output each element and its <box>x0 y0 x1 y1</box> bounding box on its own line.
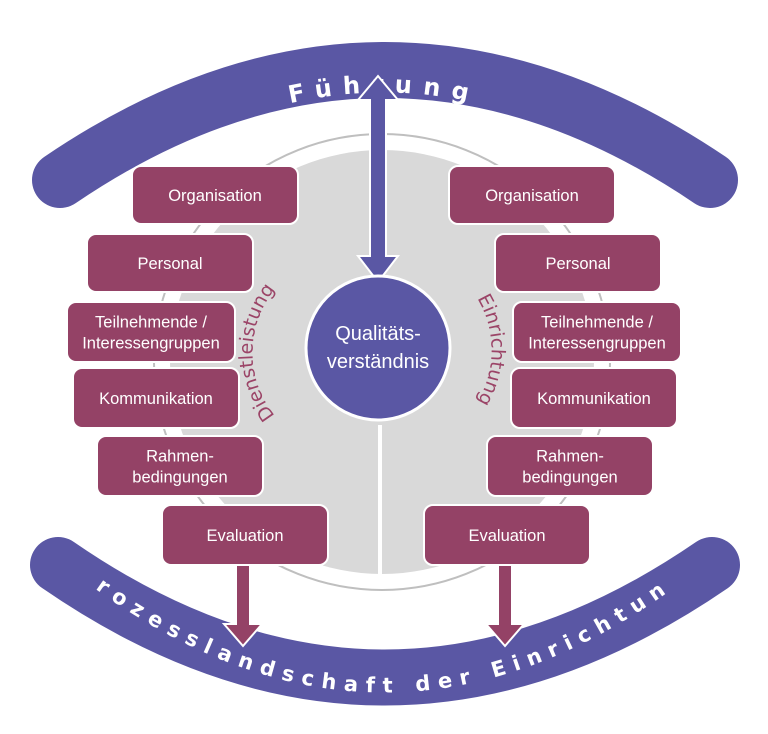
center-label-line-1: Qualitäts- <box>335 323 421 345</box>
left-box-3-label-line-1: Teilnehmende / <box>95 314 207 332</box>
right-box-2 <box>494 233 662 293</box>
right-box-2-label-line-1: Personal <box>545 255 610 273</box>
left-box-3 <box>66 301 236 363</box>
left-box-1 <box>131 165 299 225</box>
right-box-5-label-line-1: Rahmen- <box>536 448 604 466</box>
right-box-5-label-line-2: bedingungen <box>522 469 617 487</box>
left-box-6 <box>161 504 329 566</box>
left-box-6-label-line-1: Evaluation <box>206 527 283 545</box>
left-evaluation-arrow <box>221 561 265 648</box>
left-box-1-label-line-1: Organisation <box>168 187 262 205</box>
left-box-5-label-line-2: bedingungen <box>132 469 227 487</box>
left-box-3-label-line-2: Interessengruppen <box>82 335 220 353</box>
right-box-3-label-line-1: Teilnehmende / <box>541 314 653 332</box>
center-label-line-2: verständnis <box>327 351 429 373</box>
right-box-4-label-line-1: Kommunikation <box>537 390 651 408</box>
right-box-6-label-line-1: Evaluation <box>468 527 545 545</box>
bottom-arc-band <box>30 537 740 706</box>
center-circle <box>304 274 452 422</box>
right-box-6 <box>423 504 591 566</box>
left-box-2 <box>86 233 254 293</box>
right-box-5 <box>486 435 654 497</box>
right-evaluation-arrow <box>483 561 527 648</box>
left-box-4-label-line-1: Kommunikation <box>99 390 213 408</box>
right-box-1-label-line-1: Organisation <box>485 187 579 205</box>
right-box-1 <box>448 165 616 225</box>
right-box-4 <box>510 367 678 429</box>
left-box-5 <box>96 435 264 497</box>
left-box-4 <box>72 367 240 429</box>
right-box-3 <box>512 301 682 363</box>
top-arc-band <box>32 42 738 208</box>
left-box-5-label-line-1: Rahmen- <box>146 448 214 466</box>
left-box-2-label-line-1: Personal <box>137 255 202 273</box>
right-box-3-label-line-2: Interessengruppen <box>528 335 666 353</box>
